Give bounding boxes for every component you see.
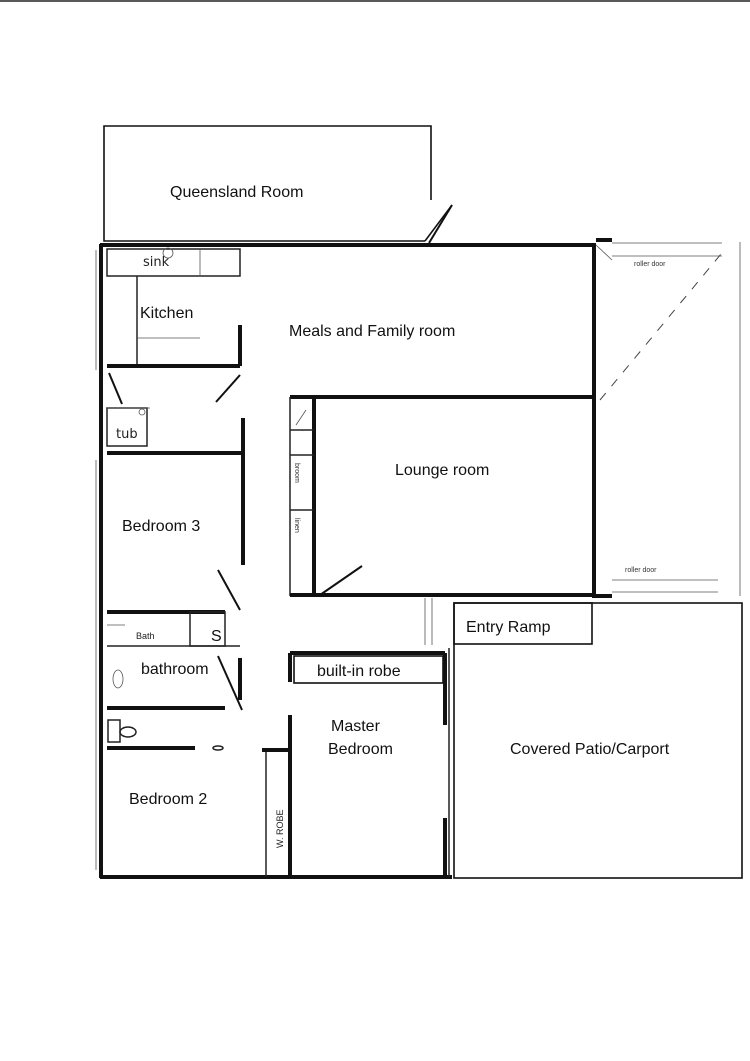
bathroom-label: bathroom xyxy=(141,661,209,678)
master-bedroom-walls xyxy=(288,651,447,877)
door-swings xyxy=(108,204,453,711)
garage-area xyxy=(595,238,741,598)
laundry-area xyxy=(106,407,245,565)
entry-ramp-label: Entry Ramp xyxy=(466,619,551,636)
linen-label: linen xyxy=(293,518,300,533)
master-bedroom-label-line2: Bedroom xyxy=(328,741,393,758)
kitchen-walls xyxy=(106,247,242,368)
kitchen-label: Kitchen xyxy=(140,305,193,322)
sink-label: sink xyxy=(143,255,170,270)
bedroom2-label: Bedroom 2 xyxy=(129,791,207,808)
shower-label: S xyxy=(211,628,222,645)
bedroom2-walls xyxy=(262,715,292,877)
covered-patio xyxy=(448,602,743,879)
master-bedroom-label-line1: Master xyxy=(331,718,381,735)
bedroom3-label: Bedroom 3 xyxy=(122,518,200,535)
tub-label: tub xyxy=(116,427,138,442)
bath-label: Bath xyxy=(136,631,155,641)
roller-door-bottom-label: roller door xyxy=(625,567,657,574)
wrobe-label: W. ROBE xyxy=(275,809,285,848)
bathroom-walls xyxy=(107,610,242,751)
queensland-room-label: Queensland Room xyxy=(170,184,303,201)
lounge-walls xyxy=(289,395,596,597)
broom-label: broom xyxy=(293,463,300,483)
house-outer-walls xyxy=(95,243,596,879)
meals-family-label: Meals and Family room xyxy=(289,323,455,340)
roller-door-top-label: roller door xyxy=(634,261,666,268)
lounge-room-label: Lounge room xyxy=(395,462,489,479)
built-in-robe-label: built-in robe xyxy=(317,663,401,680)
covered-patio-label: Covered Patio/Carport xyxy=(510,741,670,758)
